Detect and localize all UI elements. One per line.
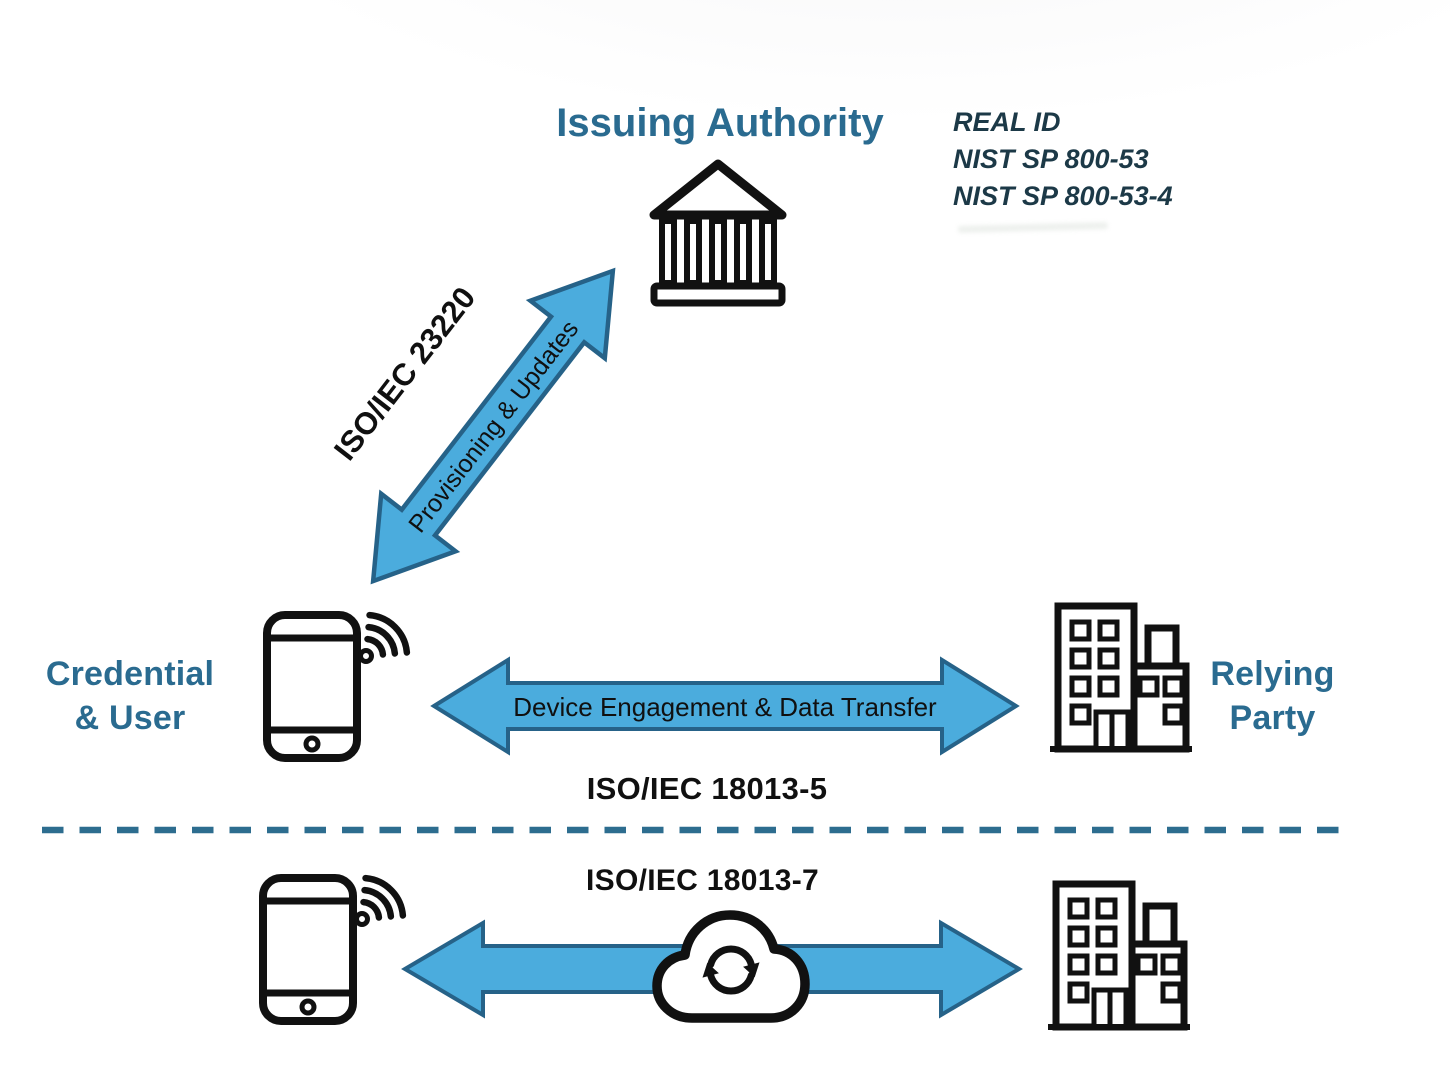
device-engagement-arrow-label: Device Engagement & Data Transfer bbox=[513, 692, 937, 722]
building-door bbox=[1093, 709, 1131, 752]
smartphone-wifi-icon bbox=[263, 611, 411, 762]
iso-18013-5-label: ISO/IEC 18013-5 bbox=[586, 771, 828, 806]
erased-text-artifact bbox=[957, 222, 1109, 233]
building-windows bbox=[1069, 619, 1185, 726]
wifi-signal-icon bbox=[358, 611, 411, 664]
device-engagement-arrow bbox=[430, 656, 1020, 756]
relying-party-label: Relying Party bbox=[1210, 655, 1335, 737]
bank-icon bbox=[649, 159, 787, 307]
smartphone-wifi-icon bbox=[259, 874, 407, 1025]
issuing-authority-title: Issuing Authority bbox=[556, 101, 884, 145]
dashed-divider bbox=[42, 826, 1346, 834]
office-building-icon bbox=[1048, 880, 1190, 1031]
provisioning-arrow: Provisioning & Updates ISO/IEC 23220 bbox=[327, 267, 616, 585]
smartphone-icon bbox=[263, 611, 361, 762]
cloud-sync-icon bbox=[652, 910, 810, 1023]
double-arrow-shape bbox=[430, 656, 1020, 756]
standard-real-id: REAL ID bbox=[953, 107, 1061, 137]
iso-18013-7-label: ISO/IEC 18013-7 bbox=[586, 864, 819, 897]
credential-user-label: Credential & User bbox=[45, 655, 215, 737]
smartphone-icon bbox=[259, 874, 357, 1025]
building-windows bbox=[1067, 897, 1183, 1004]
standard-nist-800-53: NIST SP 800-53 bbox=[953, 144, 1149, 174]
standards-list: REAL ID NIST SP 800-53 NIST SP 800-53-4 bbox=[953, 104, 1173, 215]
building-door bbox=[1091, 987, 1129, 1030]
wifi-signal-icon bbox=[354, 874, 407, 927]
standard-nist-800-53-4: NIST SP 800-53-4 bbox=[953, 181, 1173, 211]
sync-arrows-icon bbox=[702, 945, 760, 995]
double-arrow-shape bbox=[370, 267, 616, 585]
office-building-icon bbox=[1050, 602, 1192, 753]
